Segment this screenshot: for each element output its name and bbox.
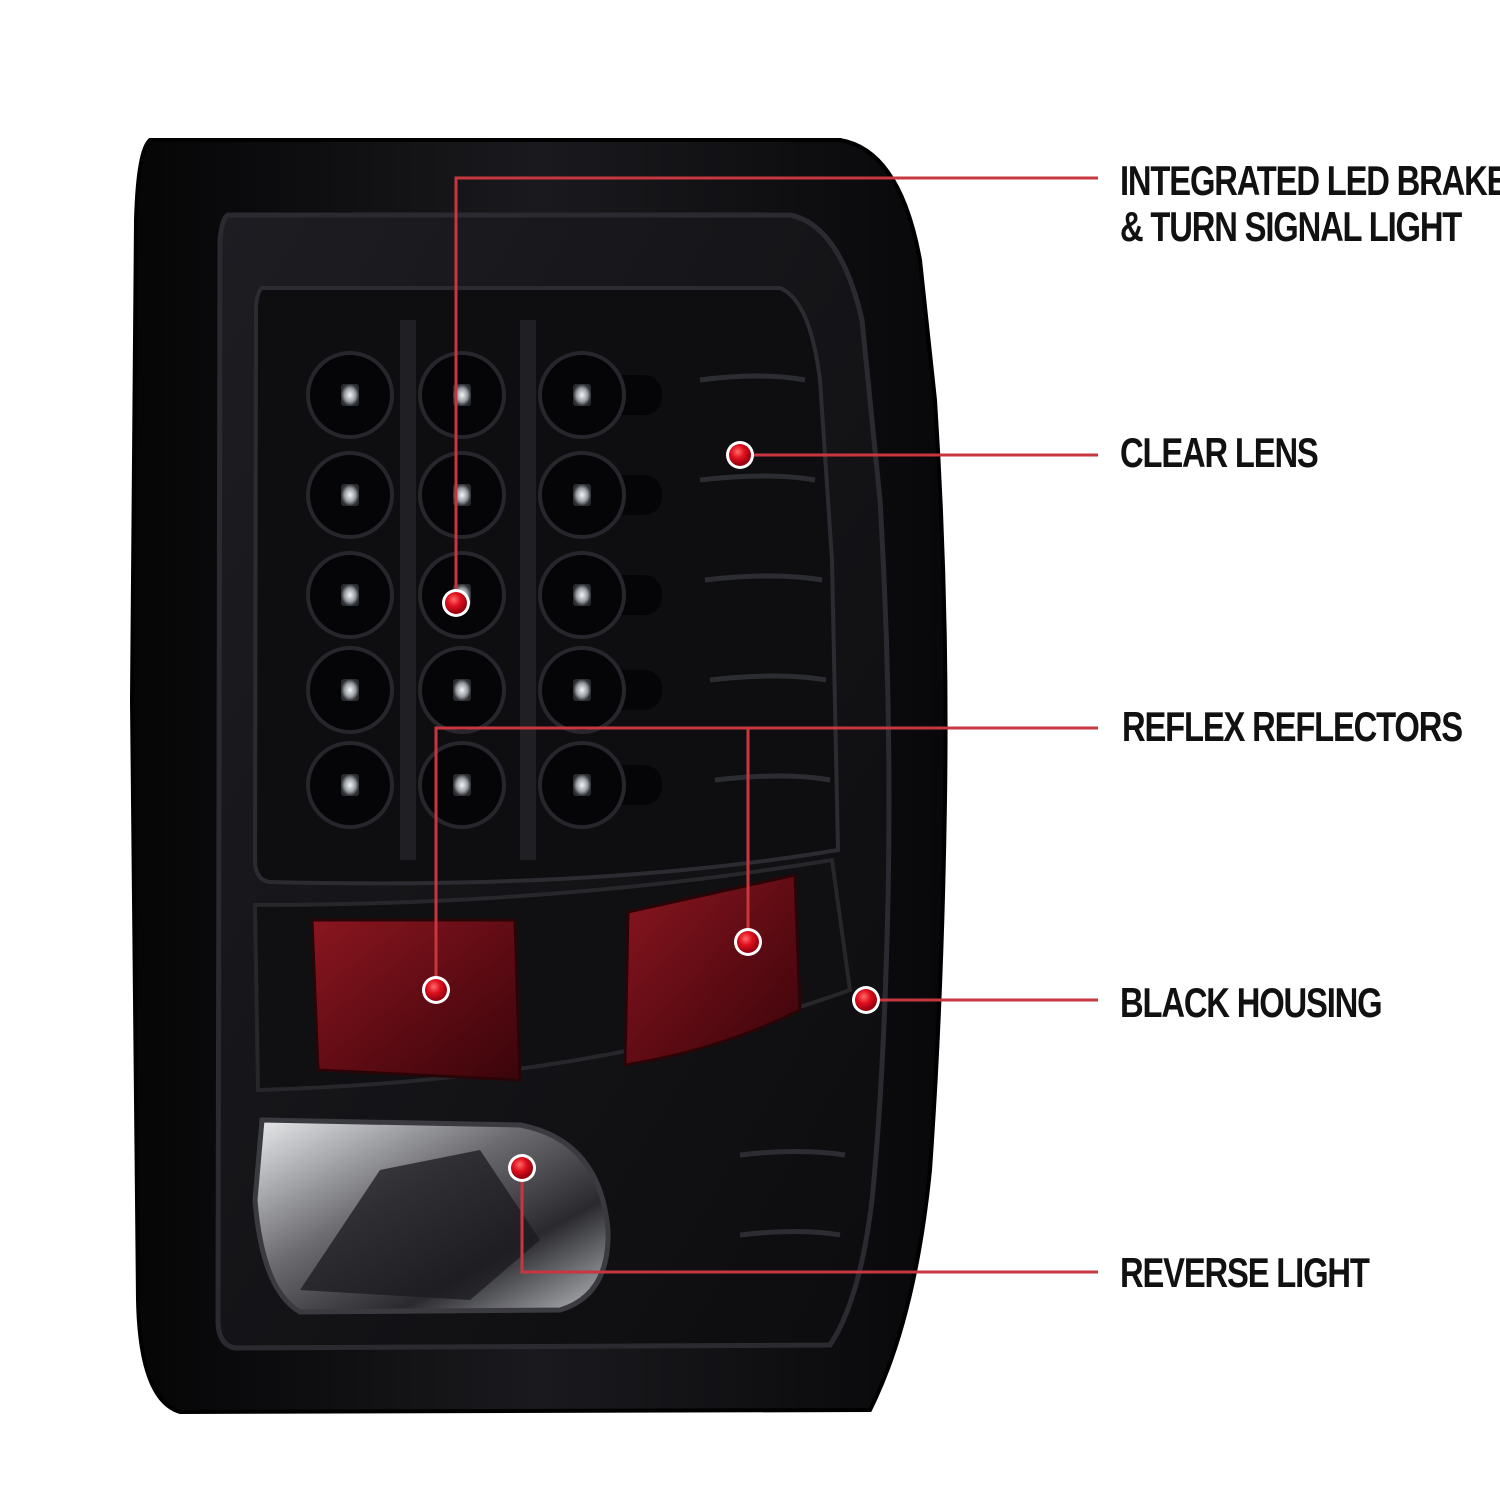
led-chip [573, 584, 591, 606]
led-chip [573, 484, 591, 506]
callout-text-line: BLACK HOUSING [1120, 979, 1383, 1026]
led-chip [341, 679, 359, 701]
callout-text-line: REVERSE LIGHT [1120, 1249, 1370, 1296]
callout-label-clear-lens: CLEAR LENS [1120, 429, 1319, 476]
callout-dot [855, 989, 877, 1011]
callout-leader-line [454, 176, 1098, 603]
callout-text-line: CLEAR LENS [1120, 429, 1319, 476]
led-chip [453, 774, 471, 796]
callout-text-line: & TURN SIGNAL LIGHT [1120, 203, 1462, 250]
led-divider [520, 320, 536, 860]
callout-dot [729, 444, 751, 466]
reflex-reflector-left [310, 918, 522, 1082]
lens-ribs [699, 373, 846, 1238]
callout-dot [511, 1157, 533, 1179]
callout-label-led-brake: INTEGRATED LED BRAKE & TURN SIGNAL LIGHT [1120, 158, 1500, 250]
led-chip [341, 774, 359, 796]
callout-dot [737, 931, 759, 953]
led-divider [400, 320, 416, 860]
callout-text-line: REFLEX REFLECTORS [1122, 703, 1463, 750]
led-chip [453, 679, 471, 701]
callout-lines [422, 176, 1098, 1274]
reverse-light-facet [300, 1150, 540, 1300]
led-chip [341, 384, 359, 406]
led-chip [573, 774, 591, 796]
callout-label-black-housing: BLACK HOUSING [1120, 979, 1383, 1026]
callout-dot [425, 979, 447, 1001]
callout-leader-line [520, 1168, 1098, 1274]
led-chip [573, 679, 591, 701]
reflex-reflector-right [623, 873, 802, 1067]
led-chip [341, 584, 359, 606]
led-chip [341, 484, 359, 506]
callout-label-reflex-reflectors: REFLEX REFLECTORS [1122, 703, 1463, 750]
callout-text-line: INTEGRATED LED BRAKE [1120, 157, 1500, 204]
callout-label-reverse-light: REVERSE LIGHT [1120, 1249, 1370, 1296]
callout-leader-line [434, 726, 1098, 990]
led-array [306, 351, 662, 829]
callout-dot [445, 592, 467, 614]
led-chip [573, 384, 591, 406]
